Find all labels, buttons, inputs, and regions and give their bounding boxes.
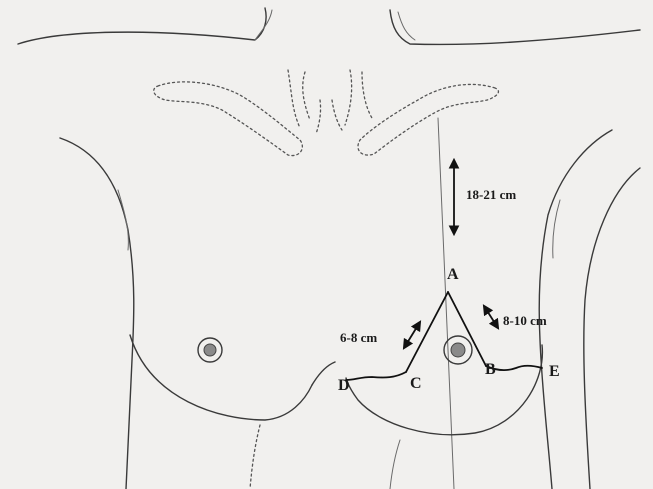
point-label-a: A — [447, 266, 459, 283]
measurement-vertical: 18-21 cm — [466, 187, 516, 202]
limb-AC — [406, 292, 448, 372]
curve-CD — [346, 372, 406, 380]
point-label-c: C — [410, 375, 422, 392]
right-breast-outline — [346, 336, 542, 489]
left-breast-outline — [130, 335, 335, 489]
point-label-d: D — [338, 377, 350, 394]
neck-shoulder-outline — [18, 8, 640, 44]
measurement-left-limb: 6-8 cm — [340, 330, 377, 345]
arrow-right-limb — [484, 306, 498, 328]
midline — [438, 118, 454, 489]
point-label-b: B — [485, 361, 496, 378]
torso-outline — [60, 130, 640, 489]
clavicle-outlines — [154, 70, 499, 156]
measurement-right-limb: 8-10 cm — [503, 313, 547, 328]
arrow-left-limb — [404, 322, 420, 348]
point-label-e: E — [549, 363, 560, 380]
